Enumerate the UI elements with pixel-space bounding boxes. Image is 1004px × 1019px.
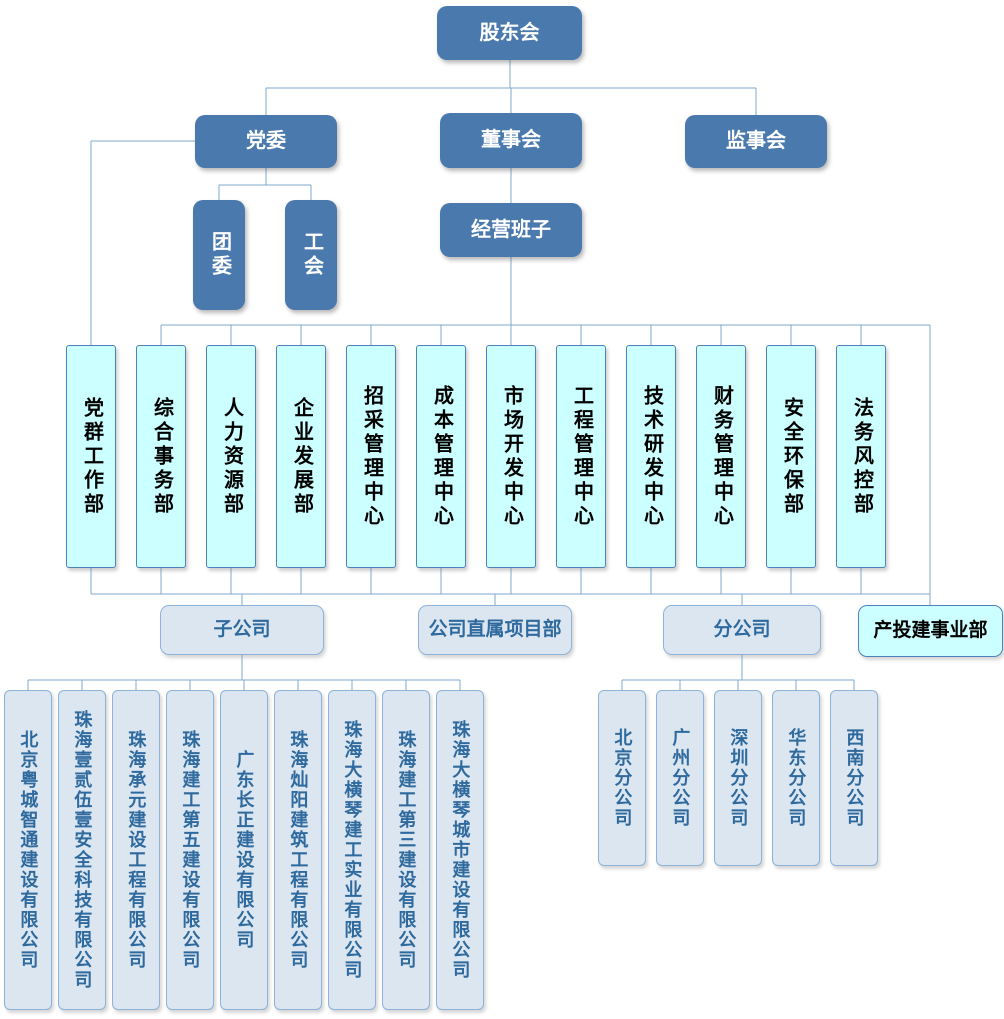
node-party-committee: 党委 xyxy=(195,115,337,168)
branch-box: 深圳分公司 xyxy=(714,690,762,866)
department-box: 市场开发中心 xyxy=(486,345,536,568)
node-branches-group: 分公司 xyxy=(663,605,821,655)
department-box: 企业发展部 xyxy=(276,345,326,568)
node-direct-projects: 公司直属项目部 xyxy=(418,605,572,655)
department-box: 人力资源部 xyxy=(206,345,256,568)
department-box: 法务风控部 xyxy=(836,345,886,568)
node-youth-league: 团委 xyxy=(193,200,245,310)
department-box: 综合事务部 xyxy=(136,345,186,568)
node-board: 董事会 xyxy=(440,113,582,168)
node-subsidiaries-group: 子公司 xyxy=(160,605,324,655)
subsidiary-box: 广东长正建设有限公司 xyxy=(220,690,268,1010)
subsidiary-box: 珠海壹贰伍壹安全科技有限公司 xyxy=(58,690,106,1010)
subsidiary-box: 珠海大横琴建工实业有限公司 xyxy=(328,690,376,1010)
branch-box: 广州分公司 xyxy=(656,690,704,866)
node-management-team: 经营班子 xyxy=(440,203,582,257)
node-shareholders: 股东会 xyxy=(437,6,582,60)
department-box: 技术研发中心 xyxy=(626,345,676,568)
department-box: 工程管理中心 xyxy=(556,345,606,568)
department-box: 招采管理中心 xyxy=(346,345,396,568)
department-box: 安全环保部 xyxy=(766,345,816,568)
department-box: 党群工作部 xyxy=(66,345,116,568)
node-labor-union: 工会 xyxy=(285,200,337,310)
subsidiary-box: 北京粤城智通建设有限公司 xyxy=(4,690,52,1010)
department-box: 财务管理中心 xyxy=(696,345,746,568)
subsidiary-box: 珠海承元建设工程有限公司 xyxy=(112,690,160,1010)
subsidiary-box: 珠海大横琴城市建设有限公司 xyxy=(436,690,484,1010)
node-industry-division: 产投建事业部 xyxy=(858,605,1003,657)
branch-box: 北京分公司 xyxy=(598,690,646,866)
subsidiary-box: 珠海建工第三建设有限公司 xyxy=(382,690,430,1010)
node-supervisory-board: 监事会 xyxy=(685,115,827,168)
branch-box: 西南分公司 xyxy=(830,690,878,866)
branch-box: 华东分公司 xyxy=(772,690,820,866)
subsidiary-box: 珠海建工第五建设有限公司 xyxy=(166,690,214,1010)
department-box: 成本管理中心 xyxy=(416,345,466,568)
subsidiary-box: 珠海灿阳建筑工程有限公司 xyxy=(274,690,322,1010)
